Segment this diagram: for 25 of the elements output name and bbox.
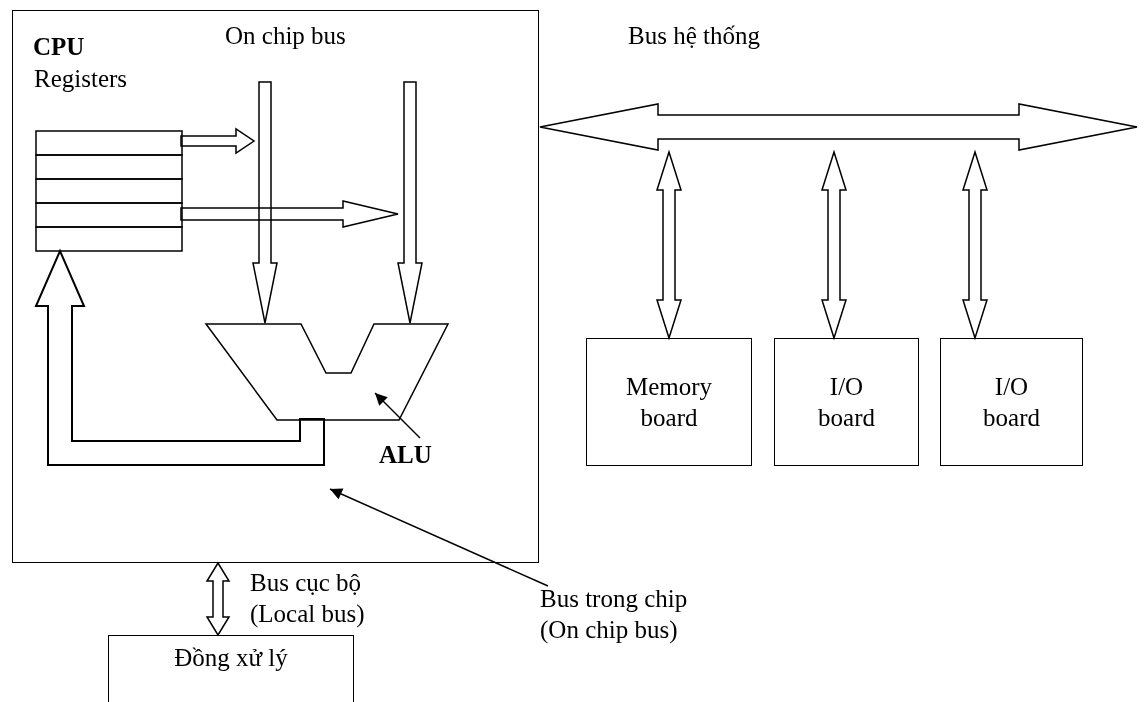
block-arrow	[180, 127, 256, 155]
alu-label: ALU	[379, 440, 432, 470]
bus-label: On chip bus	[225, 21, 346, 51]
block-arrow	[820, 149, 848, 341]
box-label: Đồng xử lý	[173, 643, 289, 673]
box-label: Memory board	[625, 372, 713, 433]
leader-arrow	[329, 488, 549, 587]
callout-text: Bus trong chip (On chip bus)	[540, 584, 689, 645]
cpu-title: CPU	[33, 32, 85, 62]
register-label: Registers	[34, 64, 128, 94]
board-box	[940, 338, 1083, 466]
board-box	[774, 338, 919, 466]
block-arrow	[655, 149, 683, 341]
bus-label: Bus hệ thống	[628, 21, 760, 51]
block-arrow	[252, 81, 278, 324]
cpu-box	[12, 10, 539, 563]
block-arrow	[961, 149, 989, 341]
block-arrow	[180, 200, 399, 228]
box-label: I/O board	[818, 372, 875, 433]
box-label: I/O board	[983, 372, 1040, 433]
board-box	[586, 338, 752, 466]
block-arrow	[397, 81, 423, 324]
leader-arrow	[374, 392, 421, 439]
block-arrow	[205, 561, 231, 637]
coprocessor-box	[108, 635, 354, 702]
